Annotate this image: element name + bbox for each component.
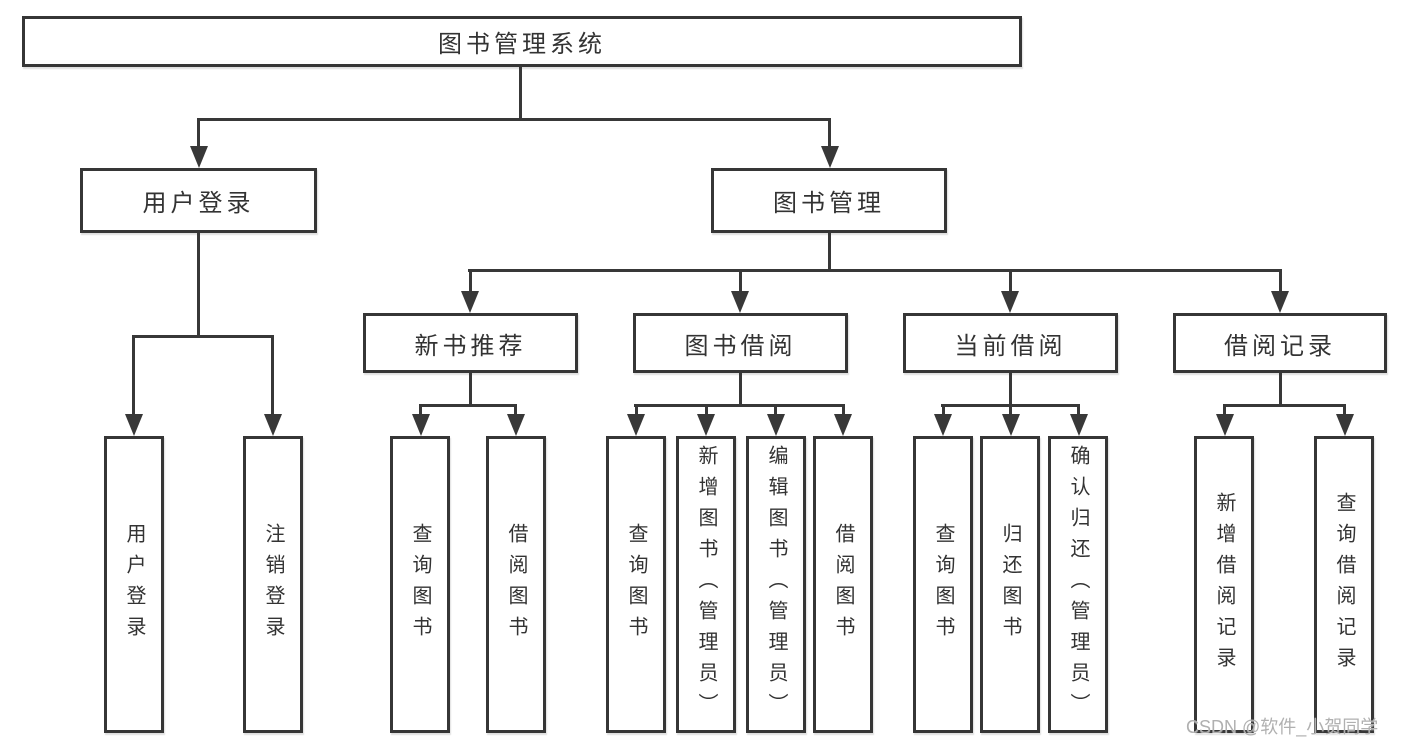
connector-line (1223, 404, 1226, 416)
leaf-logout: 注销登录 (243, 436, 303, 733)
arrow-down-icon (834, 414, 852, 436)
connector-line (634, 404, 845, 407)
leaf-label: 查询图书 (409, 522, 431, 647)
arrow-down-icon (1216, 414, 1234, 436)
connector-line (1009, 373, 1012, 407)
arrow-down-icon (1002, 414, 1020, 436)
leaf-query-borrow-record: 查询借阅记录 (1314, 436, 1374, 733)
node-current-borrowing: 当前借阅 (903, 313, 1118, 373)
arrow-down-icon (461, 291, 479, 313)
connector-line (514, 404, 517, 416)
connector-line (469, 269, 472, 293)
node-book-borrowing: 图书借阅 (633, 313, 848, 373)
connector-line (132, 335, 274, 338)
arrow-down-icon (1336, 414, 1354, 436)
connector-line (705, 404, 708, 416)
leaf-label: 编辑图书（管理员） (765, 445, 787, 724)
arrow-down-icon (821, 146, 839, 168)
connector-line (197, 118, 200, 148)
arrow-down-icon (697, 414, 715, 436)
node-book-management-system: 图书管理系统 (22, 16, 1022, 67)
leaf-label: 注销登录 (262, 522, 284, 647)
leaf-return-books: 归还图书 (980, 436, 1040, 733)
node-book-management: 图书管理 (711, 168, 947, 233)
connector-line (271, 335, 274, 416)
connector-line (519, 67, 522, 120)
leaf-label: 新增借阅记录 (1213, 491, 1235, 678)
leaf-label: 查询图书 (932, 522, 954, 647)
leaf-label: 借阅图书 (505, 522, 527, 647)
arrow-down-icon (1070, 414, 1088, 436)
connector-line (1009, 269, 1012, 293)
leaf-edit-book-admin: 编辑图书（管理员） (746, 436, 806, 733)
arrow-down-icon (264, 414, 282, 436)
leaf-query-books-current: 查询图书 (913, 436, 973, 733)
leaf-add-borrow-record: 新增借阅记录 (1194, 436, 1254, 733)
leaf-label: 用户登录 (123, 522, 145, 647)
leaf-label: 查询借阅记录 (1333, 491, 1355, 678)
connector-line (1009, 404, 1012, 416)
arrow-down-icon (731, 291, 749, 313)
arrow-down-icon (190, 146, 208, 168)
connector-line (468, 269, 1282, 272)
connector-line (1279, 373, 1282, 407)
connector-line (469, 373, 472, 407)
connector-line (828, 118, 831, 148)
arrow-down-icon (1001, 291, 1019, 313)
node-user-login: 用户登录 (80, 168, 317, 233)
connector-line (1077, 404, 1080, 416)
connector-line (942, 404, 945, 416)
connector-line (419, 404, 517, 407)
leaf-add-book-admin: 新增图书（管理员） (676, 436, 736, 733)
node-borrowing-records: 借阅记录 (1173, 313, 1387, 373)
connector-line (197, 233, 200, 337)
connector-line (1343, 404, 1346, 416)
node-new-book-recommend: 新书推荐 (363, 313, 578, 373)
arrow-down-icon (412, 414, 430, 436)
leaf-user-login: 用户登录 (104, 436, 164, 733)
leaf-borrow-books-newbooks: 借阅图书 (486, 436, 546, 733)
connector-line (197, 118, 831, 121)
connector-line (842, 404, 845, 416)
arrow-down-icon (1271, 291, 1289, 313)
leaf-label: 归还图书 (999, 522, 1021, 647)
arrow-down-icon (767, 414, 785, 436)
connector-line (1223, 404, 1346, 407)
connector-line (739, 269, 742, 293)
leaf-confirm-return-admin: 确认归还（管理员） (1048, 436, 1108, 733)
arrow-down-icon (627, 414, 645, 436)
leaf-query-books-borrow: 查询图书 (606, 436, 666, 733)
connector-line (132, 335, 135, 416)
connector-line (1279, 269, 1282, 293)
leaf-label: 确认归还（管理员） (1067, 445, 1089, 724)
connector-line (739, 373, 742, 407)
leaf-query-books-newbooks: 查询图书 (390, 436, 450, 733)
leaf-label: 新增图书（管理员） (695, 445, 717, 724)
arrow-down-icon (507, 414, 525, 436)
connector-line (635, 404, 638, 416)
connector-line (828, 233, 831, 272)
arrow-down-icon (934, 414, 952, 436)
leaf-label: 查询图书 (625, 522, 647, 647)
watermark: CSDN @软件_小贺同学 (1186, 717, 1379, 737)
leaf-label: 借阅图书 (832, 522, 854, 647)
arrow-down-icon (125, 414, 143, 436)
connector-line (774, 404, 777, 416)
connector-line (419, 404, 422, 416)
leaf-borrow-books-borrow: 借阅图书 (813, 436, 873, 733)
